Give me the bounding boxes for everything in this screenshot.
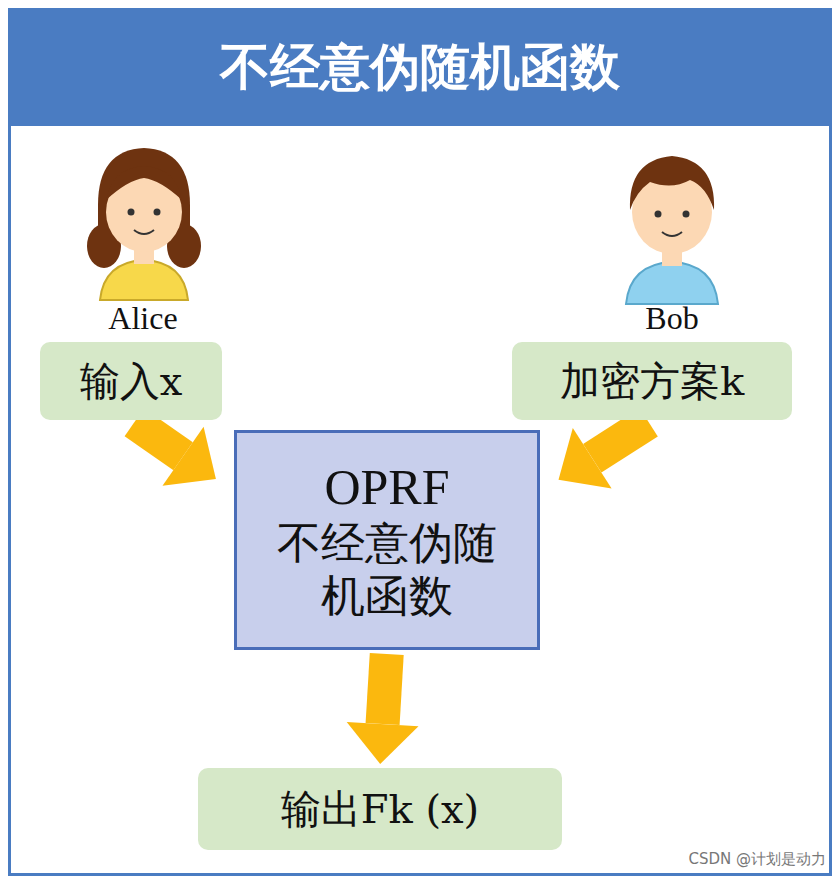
node-text: 加密方案k (560, 357, 744, 405)
input-box: 加密方案k (512, 342, 792, 420)
title: 不经意伪随机函数 (8, 8, 832, 126)
bob-figure (626, 156, 718, 304)
output-box: 输出Fk (x) (198, 768, 562, 850)
node-text: 输出Fk (x) (281, 785, 479, 833)
person-name: Bob (645, 300, 698, 337)
title-band (8, 8, 832, 126)
alice-figure (87, 148, 201, 300)
watermark: CSDN @计划是动力 (688, 850, 826, 869)
node-text: OPRF (324, 457, 449, 517)
arrow-part (347, 722, 419, 764)
arrow-part (163, 427, 216, 486)
node-text: 不经意伪随 机函数 (251, 517, 523, 623)
block-arrow (347, 653, 419, 764)
input-box: 输入x (40, 342, 222, 420)
process-box: OPRF不经意伪随 机函数 (234, 430, 540, 650)
frame (10, 10, 831, 875)
person-name: Alice (108, 300, 177, 337)
arrow-part (366, 653, 404, 725)
node-text: 输入x (80, 357, 183, 405)
arrow-part (559, 428, 612, 489)
